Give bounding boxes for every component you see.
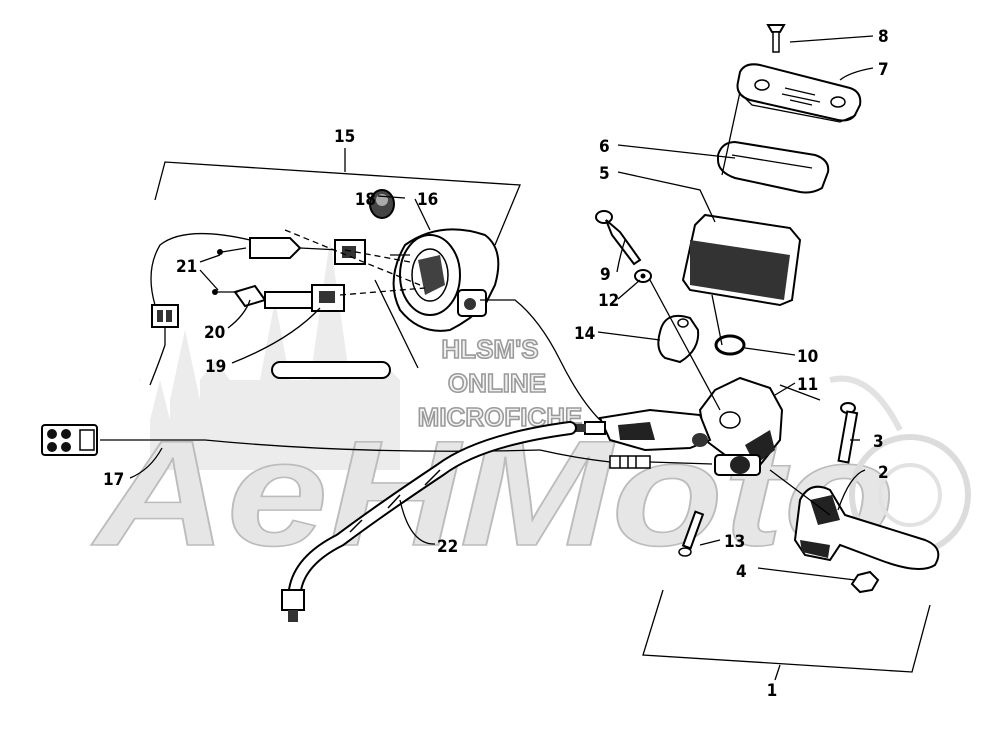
callout-17: 17 — [103, 470, 124, 490]
callout-10: 10 — [797, 347, 818, 367]
bolt-9 — [595, 210, 642, 266]
callout-5: 5 — [599, 164, 610, 184]
bracket-15 — [154, 148, 521, 246]
brake-hose — [281, 421, 577, 622]
callout-2: 2 — [878, 463, 889, 483]
bolt-3 — [837, 402, 859, 464]
callout-4: 4 — [736, 562, 747, 582]
callout-18: 18 — [355, 190, 376, 210]
hose-fitting — [570, 421, 606, 435]
callout-19: 19 — [205, 357, 226, 377]
callout-14: 14 — [574, 324, 595, 344]
brake-switch-wire — [539, 449, 713, 469]
screws-21 — [212, 247, 247, 295]
nut-4 — [850, 570, 880, 594]
watermark-wheel-hub — [878, 463, 942, 527]
reservoir-cover — [736, 63, 862, 123]
callout-8: 8 — [878, 27, 889, 47]
callout-9: 9 — [600, 265, 611, 285]
callout-6: 6 — [599, 137, 610, 157]
switch-lower — [233, 284, 345, 312]
callout-12: 12 — [598, 291, 619, 311]
callout-21: 21 — [176, 257, 197, 277]
callout-3: 3 — [873, 432, 884, 452]
watermark-fork — [829, 375, 903, 432]
callout-7: 7 — [878, 60, 889, 80]
callouts: 1 2 3 4 5 6 7 8 9 10 11 12 13 14 15 16 1… — [103, 27, 889, 701]
assembly-lines — [284, 229, 426, 369]
watermark-line2: ONLINE — [448, 368, 546, 398]
callout-11: 11 — [797, 375, 818, 395]
callout-13: 13 — [724, 532, 745, 552]
clamp — [657, 314, 700, 364]
callout-20: 20 — [204, 323, 225, 343]
brake-lever — [793, 485, 940, 570]
leader-lines — [129, 35, 874, 581]
brake-switch — [714, 454, 761, 476]
watermark-line3: MICROFICHE — [418, 402, 583, 432]
sleeve — [271, 361, 391, 379]
callout-1: 1 — [767, 681, 778, 701]
washer-10 — [714, 334, 746, 356]
screw-13 — [678, 510, 705, 557]
washer-12 — [634, 269, 652, 283]
main-connector — [41, 424, 98, 456]
small-connector — [151, 304, 179, 328]
callout-22: 22 — [437, 537, 458, 557]
callout-15: 15 — [334, 127, 355, 147]
switch-housing — [392, 228, 500, 332]
callout-16: 16 — [417, 190, 438, 210]
switch-upper — [249, 237, 366, 265]
bracket-1 — [642, 589, 931, 681]
watermark-line1: HLSM'S — [441, 334, 538, 364]
screw-8 — [766, 24, 786, 53]
gasket — [717, 140, 830, 194]
reservoir — [681, 213, 802, 307]
